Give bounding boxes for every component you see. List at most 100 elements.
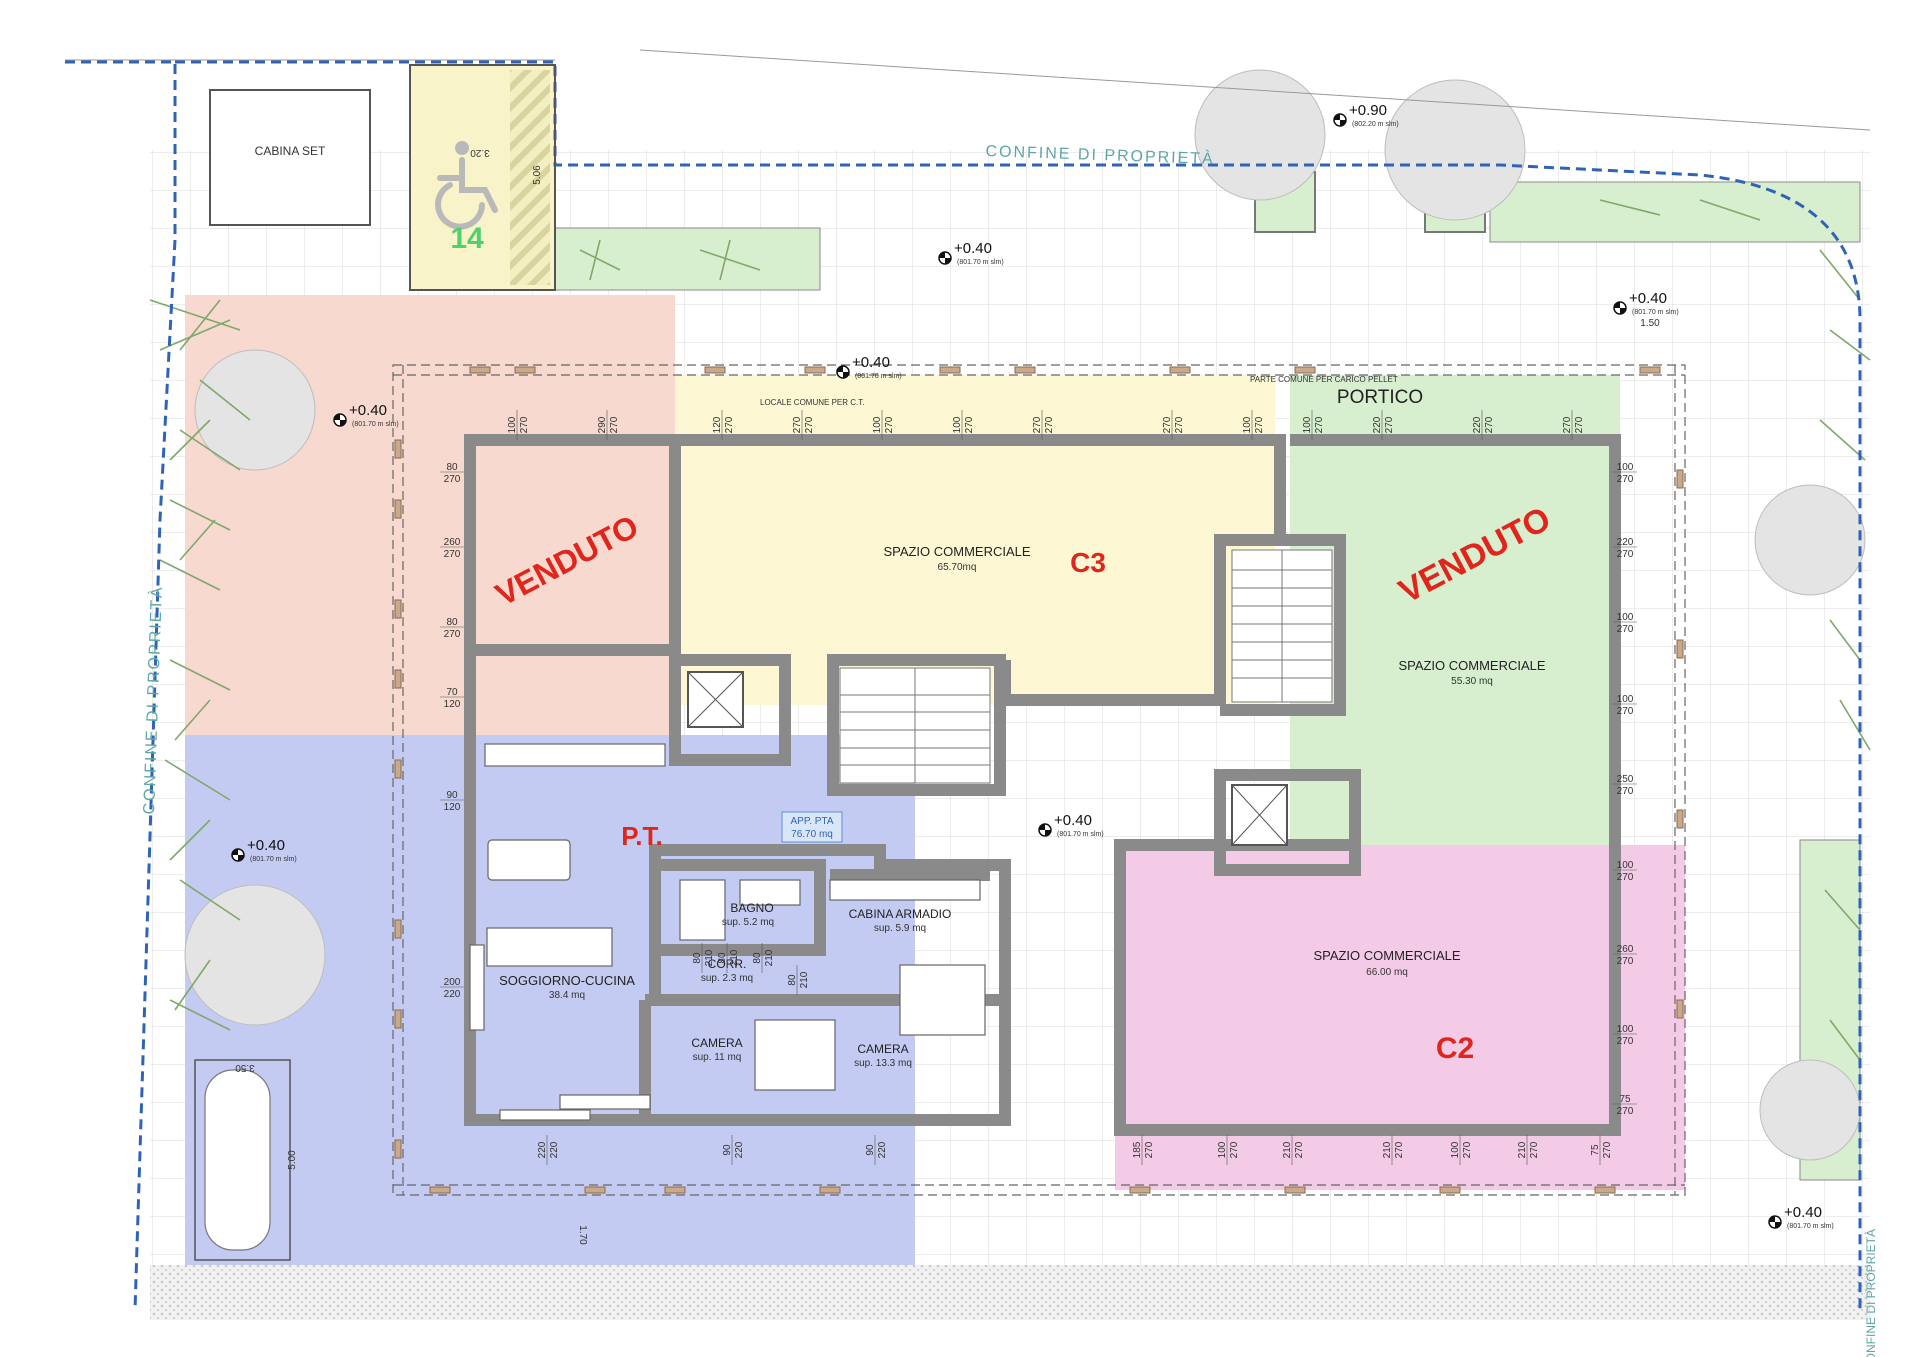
opening-width: 100 [1617,694,1634,705]
opening-height: 270 [1462,1141,1473,1158]
opening-height: 210 [799,971,810,988]
opening-height: 270 [1617,956,1634,967]
opening-width: 90 [446,790,458,801]
room-cabina-name: CABINA ARMADIO [849,907,952,921]
room-camera2-name: CAMERA [857,1042,908,1056]
cabina-set-label: CABINA SET [255,144,326,158]
room-camera2-area: sup. 13.3 mq [854,1058,912,1069]
opening-width: 75 [1590,1144,1601,1156]
level-value: +0.40 [852,354,890,371]
opening-height: 220 [877,1141,888,1158]
opening-height: 270 [1574,416,1585,433]
level-marker: +0.40(801.70 m slm) [1613,290,1679,316]
opening-width: 75 [1619,1094,1631,1105]
opening-height: 210 [764,949,775,966]
opening-width: 220 [1372,416,1383,433]
opening-width: 290 [597,416,608,433]
confine-right-label: CONFINE DI PROPRIETÀ [1863,1229,1878,1357]
opening-height: 270 [1314,416,1325,433]
planter-top [554,227,821,291]
opening-height: 270 [1529,1141,1540,1158]
opening-height: 220 [734,1141,745,1158]
opening-height: 270 [1617,474,1634,485]
level-value: +0.40 [954,240,992,257]
dim-stall-top-w: 3.20 [470,147,490,158]
staircases [839,549,1333,784]
unit-c3-label: C3 [1070,547,1106,578]
level-markers: +0.90(802.20 m slm)+0.40(801.70 m slm)+0… [231,102,1834,1230]
opening-height: 270 [1484,416,1495,433]
opening-height: 270 [1384,416,1395,433]
opening-height: 270 [1144,1141,1155,1158]
opening-height: 270 [1617,624,1634,635]
opening-height: 270 [444,629,461,640]
dim-150: 1.50 [1640,318,1660,329]
opening-width: 210 [1517,1141,1528,1158]
opening-height: 270 [1617,1106,1634,1117]
opening-height: 220 [444,989,461,1000]
opening-height: 270 [1174,416,1185,433]
c2-name: SPAZIO COMMERCIALE [1313,948,1460,963]
opening-width: 220 [537,1141,548,1158]
opening-width: 80 [787,974,798,986]
level-value: +0.40 [1629,290,1667,307]
dim-stall-top-h: 5.06 [532,165,543,185]
opening-width: 100 [952,416,963,433]
street-edge [65,49,1871,131]
opening-width: 210 [1382,1141,1393,1158]
opening-width: 270 [1162,416,1173,433]
dim-stall-bottom-h: 5.00 [287,1150,298,1170]
room-bagno-area: sup. 5.2 mq [722,917,774,928]
boundary-left [65,60,177,1311]
parking-hatch [510,70,550,285]
opening-width: 80 [752,952,763,964]
opening-height: 270 [1617,872,1634,883]
level-value: +0.40 [349,402,387,419]
level-value: +0.40 [247,837,285,854]
zone-magenta-c2 [1115,845,1685,1190]
opening-height: 270 [884,416,895,433]
elevators [687,671,1288,846]
opening-width: 90 [722,1144,733,1156]
apartment-tag-box [781,811,843,843]
opening-width: 220 [1617,537,1634,548]
opening-width: 100 [1217,1141,1228,1158]
opening-width: 100 [1242,416,1253,433]
level-slm: (802.20 m slm) [1352,121,1399,128]
opening-width: 100 [1617,462,1634,473]
opening-width: 270 [1032,416,1043,433]
opening-width: 200 [444,977,461,988]
opening-width: 100 [872,416,883,433]
opening-width: 80 [446,617,458,628]
opening-height: 270 [1617,786,1634,797]
opening-width: 80 [692,952,703,964]
parte-comune-label: PARTE COMUNE PER CARICO PELLET [1250,375,1398,384]
car-icon [204,1069,271,1251]
room-camera1-name: CAMERA [691,1036,742,1050]
opening-width: 270 [792,416,803,433]
portico-label: PORTICO [1337,387,1423,408]
room-soggiorno-area: 38.4 mq [549,990,585,1001]
cabina-set-box [209,89,371,226]
c3-area: 65.70mq [938,562,977,573]
